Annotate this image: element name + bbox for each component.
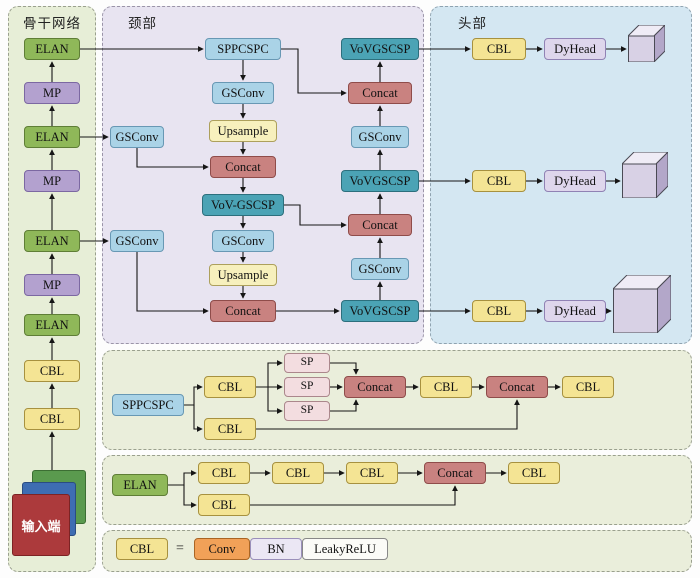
neck-out-gsconv-2: GSConv — [351, 258, 409, 280]
sppcspc-sp-1: SP — [284, 353, 330, 373]
sppcspc-cbl-mid: CBL — [420, 376, 472, 398]
output-cube-medium-icon — [622, 152, 668, 198]
backbone-elan-2: ELAN — [24, 126, 80, 148]
neck-concat-2: Concat — [210, 300, 276, 322]
elan-cbl-2: CBL — [272, 462, 324, 484]
neck-title: 颈部 — [128, 16, 157, 31]
legend-conv: Conv — [194, 538, 250, 560]
neck-concat-1: Concat — [210, 156, 276, 178]
head-dyhead-3: DyHead — [544, 300, 606, 322]
sppcspc-sp-3: SP — [284, 401, 330, 421]
backbone-cbl-2: CBL — [24, 408, 80, 430]
backbone-title: 骨干网络 — [23, 16, 81, 31]
sppcspc-detail-input: SPPCSPC — [112, 394, 184, 416]
elan-detail-input: ELAN — [112, 474, 168, 496]
backbone-elan-1: ELAN — [24, 38, 80, 60]
legend-leakyrelu: LeakyReLU — [302, 538, 388, 560]
neck-gsconv-branch-1: GSConv — [110, 126, 164, 148]
sppcspc-cbl-out: CBL — [562, 376, 614, 398]
legend-bn: BN — [250, 538, 302, 560]
legend-region — [102, 530, 692, 572]
input-image-front: 输入端 — [12, 494, 70, 556]
neck-sppcspc: SPPCSPC — [205, 38, 281, 60]
sppcspc-cbl-top: CBL — [204, 376, 256, 398]
output-cube-small-icon — [628, 25, 665, 62]
neck-upsample-1: Upsample — [209, 120, 277, 142]
neck-out-vovgscsp-3: VoVGSCSP — [341, 300, 419, 322]
head-cbl-3: CBL — [472, 300, 526, 322]
neck-gsconv-branch-2: GSConv — [110, 230, 164, 252]
neck-out-vovgscsp-2: VoVGSCSP — [341, 170, 419, 192]
head-cbl-1: CBL — [472, 38, 526, 60]
neck-gsconv-2: GSConv — [212, 230, 274, 252]
legend-equals: = — [176, 541, 184, 556]
sppcspc-sp-2: SP — [284, 377, 330, 397]
head-title: 头部 — [458, 16, 487, 31]
sppcspc-cbl-bottom: CBL — [204, 418, 256, 440]
legend-cbl: CBL — [116, 538, 168, 560]
sppcspc-concat-2: Concat — [486, 376, 548, 398]
head-dyhead-1: DyHead — [544, 38, 606, 60]
elan-concat: Concat — [424, 462, 486, 484]
backbone-elan-4: ELAN — [24, 314, 80, 336]
head-cbl-2: CBL — [472, 170, 526, 192]
backbone-mp-3: MP — [24, 274, 80, 296]
backbone-mp-1: MP — [24, 82, 80, 104]
neck-gsconv-1: GSConv — [212, 82, 274, 104]
elan-cbl-bottom: CBL — [198, 494, 250, 516]
backbone-elan-3: ELAN — [24, 230, 80, 252]
neck-out-gsconv-1: GSConv — [351, 126, 409, 148]
elan-cbl-1: CBL — [198, 462, 250, 484]
neck-vovgscsp-mid: VoV-GSCSP — [202, 194, 284, 216]
sppcspc-concat-1: Concat — [344, 376, 406, 398]
output-cube-large-icon — [613, 275, 671, 333]
neck-upsample-2: Upsample — [209, 264, 277, 286]
neck-out-vovgscsp-1: VoVGSCSP — [341, 38, 419, 60]
sppcspc-detail-region — [102, 350, 692, 450]
neck-out-concat-2: Concat — [348, 214, 412, 236]
elan-cbl-out: CBL — [508, 462, 560, 484]
backbone-mp-2: MP — [24, 170, 80, 192]
elan-cbl-3: CBL — [346, 462, 398, 484]
neck-out-concat-1: Concat — [348, 82, 412, 104]
backbone-cbl-1: CBL — [24, 360, 80, 382]
head-dyhead-2: DyHead — [544, 170, 606, 192]
